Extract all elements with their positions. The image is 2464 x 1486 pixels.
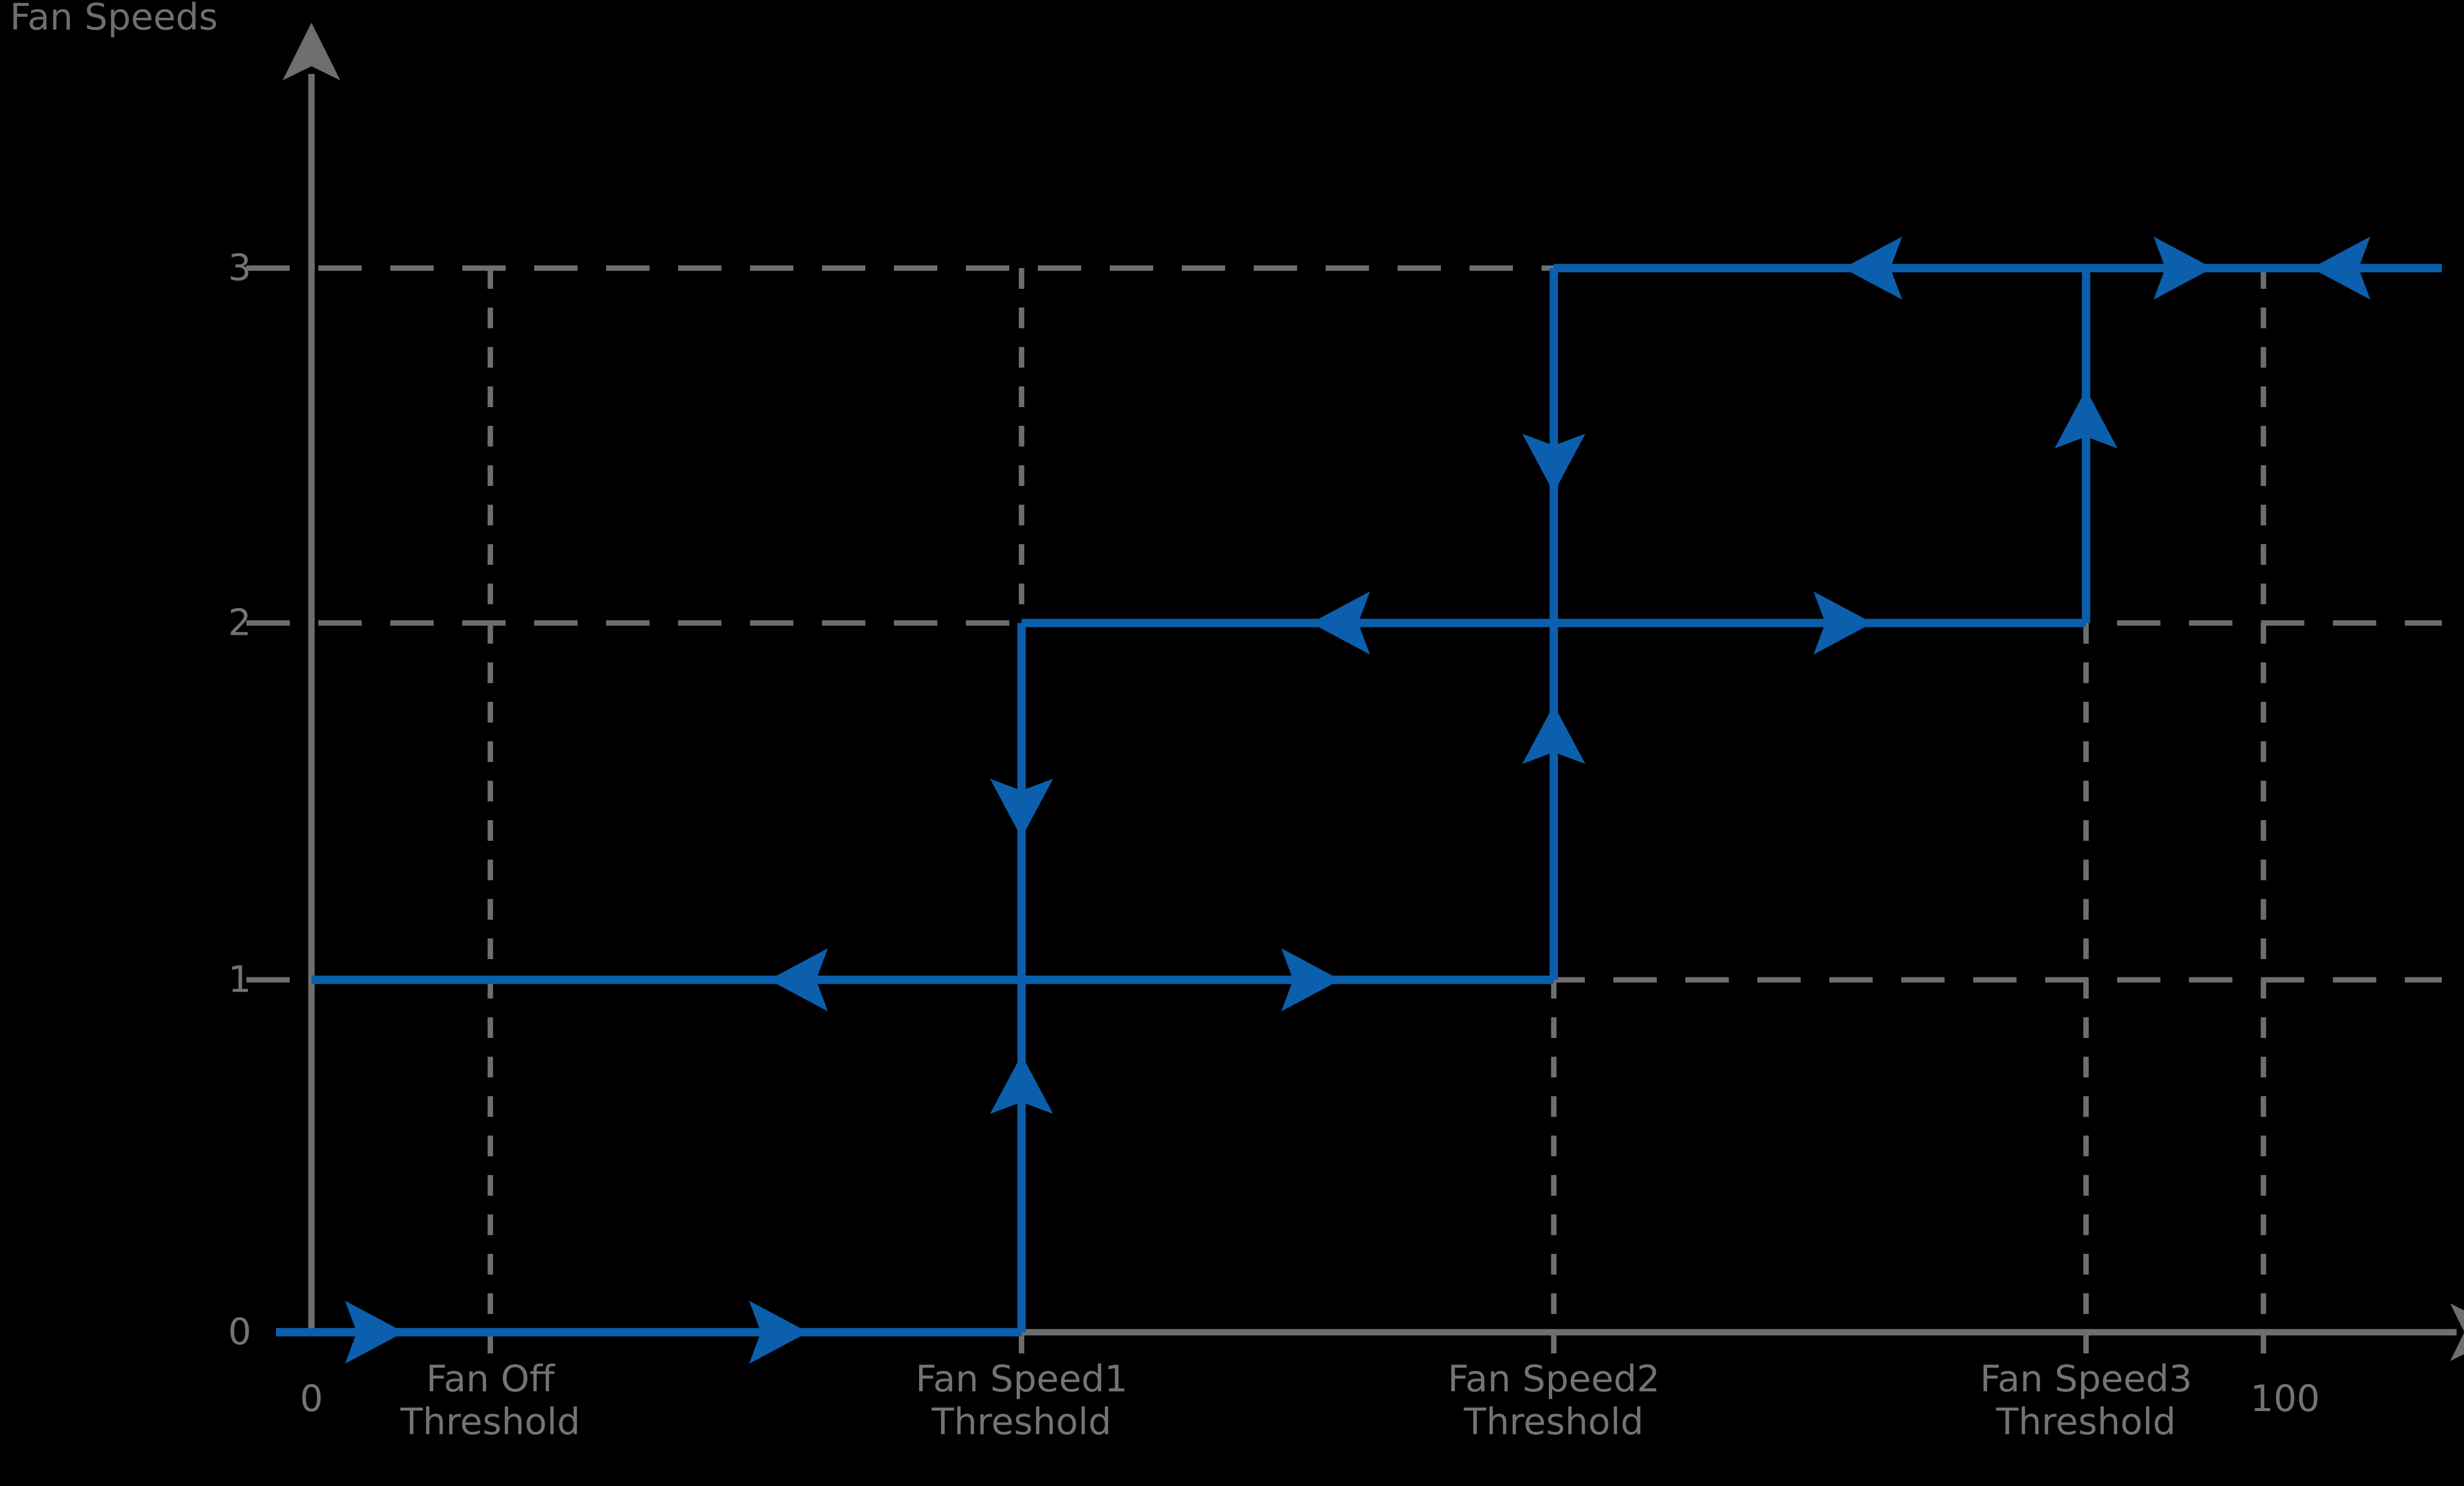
arrow-left-level3-a [1843, 237, 1902, 300]
arrow-up-speed3 [2054, 389, 2118, 449]
axis-lines [276, 23, 2464, 1361]
arrow-up-speed1 [990, 1055, 1053, 1114]
hysteresis-curve [276, 264, 2442, 1337]
arrow-up-speed2 [1522, 705, 1585, 764]
arrow-right-level1 [1281, 948, 1340, 1011]
y-axis-title: Fan Speeds [10, 0, 218, 38]
arrow-down-speed2 [1522, 434, 1585, 493]
arrow-right-level2 [1814, 591, 1873, 655]
x-tick-label-0: 0 [300, 1378, 323, 1420]
direction-arrows [345, 237, 2370, 1364]
arrow-right-level3 [2154, 237, 2213, 300]
arrow-right-level0-b [749, 1301, 808, 1364]
arrow-down-speed1 [990, 779, 1053, 838]
x-tick-label-fan-off-threshold: Fan Off Threshold [400, 1358, 581, 1444]
x-tick-label-100: 100 [2250, 1378, 2320, 1420]
x-tick-label-fan-speed3-threshold: Fan Speed3 Threshold [1980, 1358, 2192, 1444]
arrow-right-level0-a [345, 1301, 404, 1364]
arrow-left-level3-b [2311, 237, 2370, 300]
arrow-left-level2 [1311, 591, 1370, 655]
x-tick-label-fan-speed2-threshold: Fan Speed2 Threshold [1447, 1358, 1660, 1444]
arrow-left-level1 [769, 948, 828, 1011]
x-tick-label-fan-speed1-threshold: Fan Speed1 Threshold [915, 1358, 1128, 1444]
y-tick-label-0: 0 [228, 1311, 251, 1353]
gridlines-vertical [487, 268, 2266, 1360]
